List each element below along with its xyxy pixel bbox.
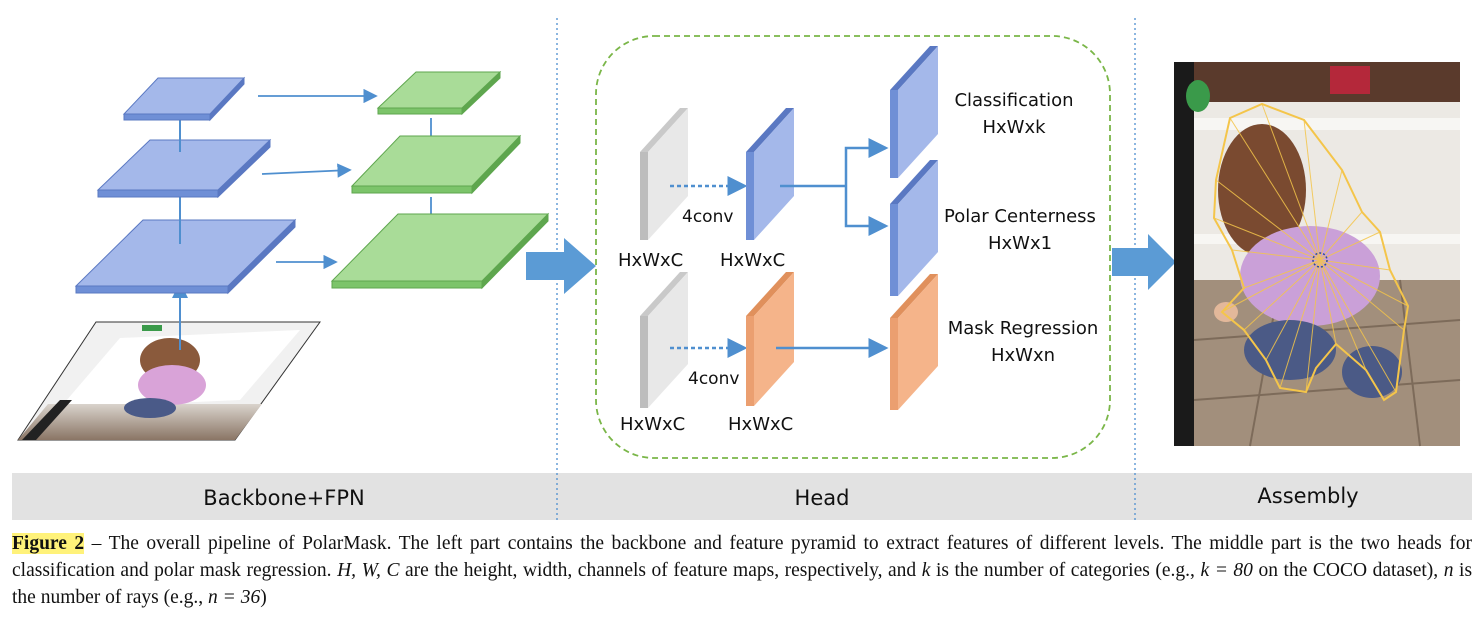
input-shape-top: HxWxC bbox=[618, 250, 683, 271]
assembly-image bbox=[1174, 62, 1461, 447]
backbone-level-c5 bbox=[122, 76, 246, 122]
mask-regression-output bbox=[890, 274, 938, 410]
head-container bbox=[595, 35, 1111, 459]
caption-text-4: on the COCO dataset), bbox=[1258, 560, 1439, 581]
centerness-label: Polar Centerness bbox=[944, 206, 1096, 227]
mask-regression-shape: HxWxn bbox=[991, 345, 1055, 366]
section-label-assembly: Assembly bbox=[1257, 484, 1358, 508]
fpn-level-p3 bbox=[330, 212, 550, 290]
conv-label-bottom: 4conv bbox=[688, 369, 739, 389]
feature-shape-bottom: HxWxC bbox=[728, 414, 793, 435]
footer-band bbox=[12, 473, 1472, 520]
conv-label-top: 4conv bbox=[682, 207, 733, 227]
fpn-level-p4 bbox=[350, 134, 522, 195]
pipeline-diagram: Backbone+FPN Head Assembly bbox=[12, 18, 1472, 520]
caption-vars: H, W, C bbox=[337, 560, 400, 581]
centerness-output bbox=[890, 160, 938, 296]
caption-n-eq: n = 36 bbox=[208, 587, 261, 608]
big-arrow-to-assembly bbox=[1112, 234, 1176, 290]
classification-output bbox=[890, 46, 938, 178]
caption-text-5: is the number of rays (e.g., bbox=[12, 560, 1473, 608]
fpn-level-p5 bbox=[376, 70, 502, 116]
big-arrow-to-head bbox=[526, 238, 596, 294]
figure-label: Figure 2 bbox=[12, 533, 85, 554]
head-bottom-input-feature bbox=[640, 272, 688, 408]
figure-caption: Figure 2 – The overall pipeline of Polar… bbox=[12, 530, 1472, 611]
input-shape-bottom: HxWxC bbox=[620, 414, 685, 435]
caption-text-6: ) bbox=[260, 587, 267, 608]
caption-k: k bbox=[921, 560, 931, 581]
head-top-conv-feature bbox=[746, 108, 794, 240]
input-image bbox=[17, 321, 321, 441]
backbone-level-c3 bbox=[74, 218, 297, 295]
section-label-backbone: Backbone+FPN bbox=[203, 486, 364, 510]
backbone-level-c4 bbox=[96, 138, 272, 199]
caption-text-2: are the height, width, channels of featu… bbox=[405, 560, 917, 581]
classification-shape: HxWxk bbox=[982, 117, 1046, 138]
head-bottom-conv-feature bbox=[746, 272, 794, 406]
caption-text-1: The overall pipeline of PolarMask. The l… bbox=[12, 533, 1472, 581]
head-top-input-feature bbox=[640, 108, 688, 240]
classification-label: Classification bbox=[954, 90, 1073, 111]
caption-dash: – bbox=[91, 533, 102, 554]
caption-k-eq: k = 80 bbox=[1200, 560, 1253, 581]
caption-text-3: is the number of categories (e.g., bbox=[935, 560, 1195, 581]
caption-n: n bbox=[1443, 560, 1454, 581]
centerness-shape: HxWx1 bbox=[988, 233, 1052, 254]
mask-regression-label: Mask Regression bbox=[948, 318, 1099, 339]
branch-arrow-centerness bbox=[844, 186, 889, 236]
branch-arrow-classification bbox=[844, 138, 889, 186]
feature-shape-top: HxWxC bbox=[720, 250, 785, 271]
lateral-arrow-c4 bbox=[261, 163, 352, 178]
section-label-head: Head bbox=[795, 486, 850, 510]
